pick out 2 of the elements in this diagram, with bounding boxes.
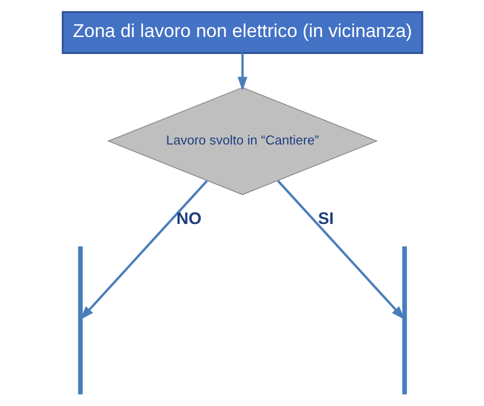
edge-label: SI	[317, 208, 334, 228]
edge-label: NO	[176, 208, 201, 228]
